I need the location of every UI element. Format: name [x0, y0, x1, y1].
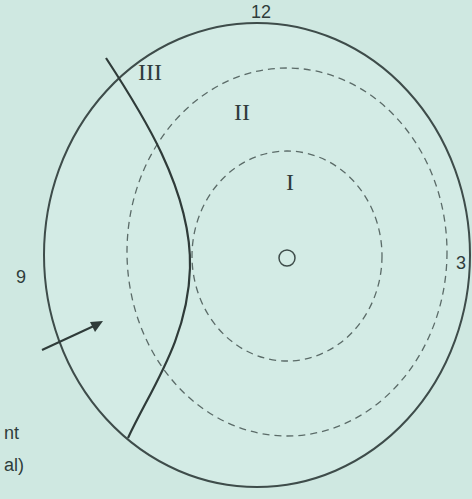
clock-hour: 12 [251, 3, 271, 21]
detachment-border [106, 58, 190, 438]
clock-hour: 9 [16, 268, 26, 286]
zone-numeral: II [234, 100, 250, 124]
optic-disc [279, 250, 295, 266]
zone-numeral: I [286, 170, 294, 194]
pointer-arrow [42, 325, 96, 350]
outer-retina-outline [44, 23, 470, 487]
zone-one-boundary [192, 151, 382, 361]
caption-fragment: nt [4, 424, 19, 442]
zone-two-boundary [127, 68, 447, 436]
caption-fragment: al) [4, 456, 24, 474]
arrow-head [90, 321, 103, 332]
clock-hour: 3 [456, 254, 466, 272]
zone-numeral: III [138, 60, 162, 84]
